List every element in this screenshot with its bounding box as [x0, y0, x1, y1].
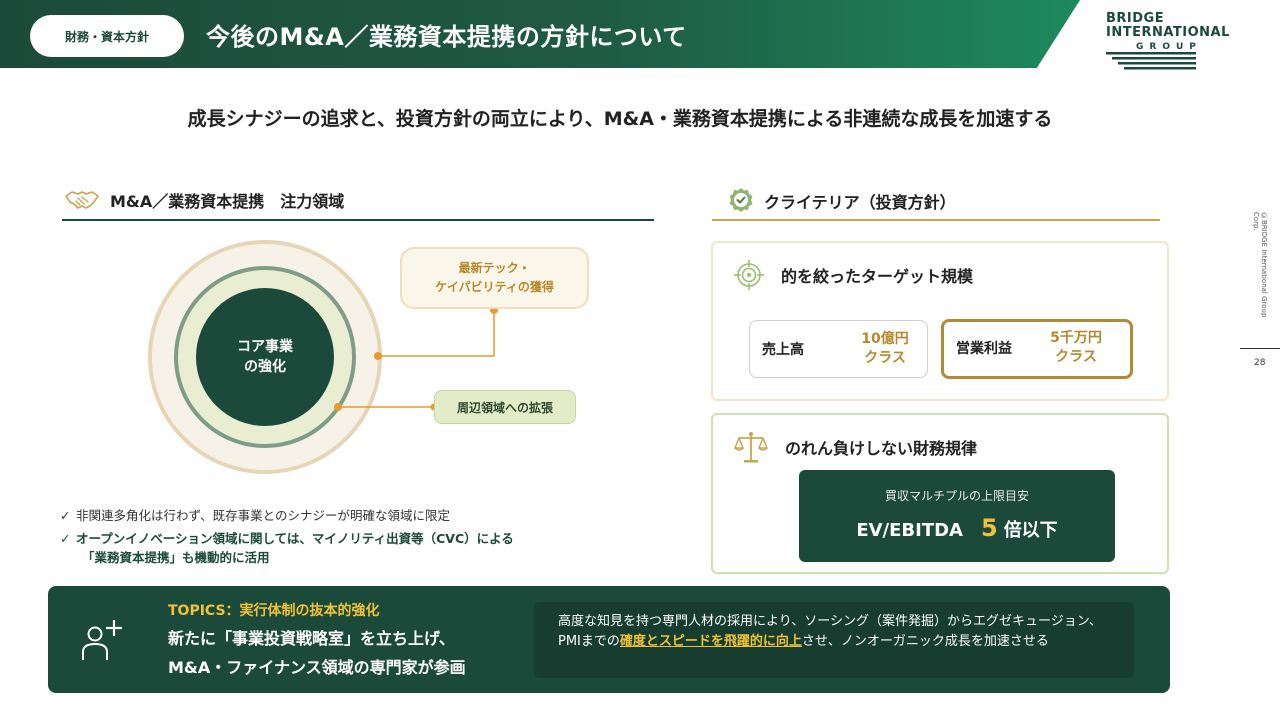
target-icon	[734, 260, 764, 290]
operating-profit-value: 5千万円 クラス	[1050, 330, 1102, 365]
note-open-innovation: ✓オープンイノベーション領域に関しては、マイノリティ出資等（CVC）による 「業…	[60, 531, 514, 565]
headline: 成長シナジーの追求と、投資方針の両立により、M&A・業務資本提携による非連続な成…	[187, 108, 1053, 130]
core-line1: コア事業	[237, 339, 293, 355]
focus-area-header: M&A／業務資本提携 注力領域	[62, 184, 654, 221]
add-person-icon	[82, 620, 122, 660]
topics-highlight: 確度とスピードを飛躍的に向上	[619, 634, 802, 649]
criteria-title: クライテリア（投資方針）	[764, 193, 956, 212]
core-line2: の強化	[244, 359, 286, 375]
core-business-circle: コア事業 の強化	[196, 288, 334, 426]
tech-line2: ケイパビリティの獲得	[435, 280, 554, 294]
topics-description: 高度な知見を持つ専門人材の採用により、ソーシング（案件発掘）からエグゼキュージョ…	[558, 614, 1102, 649]
operating-profit-box: 営業利益 5千万円 クラス	[941, 319, 1133, 379]
page-title: 今後のM&A／業務資本提携の方針について	[206, 23, 687, 51]
copyright-text: ©BRIDGE International Group Corp.	[1252, 212, 1268, 318]
ev-metric: EV/EBITDA	[856, 520, 963, 541]
logo-line3: GROUP	[1136, 42, 1202, 52]
target-size-title: 的を絞ったターゲット規模	[781, 267, 974, 286]
sales-box: 売上高 10億円 クラス	[749, 320, 928, 378]
criteria-header: クライテリア（投資方針）	[712, 184, 1160, 221]
target-size-card: 的を絞ったターゲット規模 売上高 10億円 クラス 営業利益 5千万円 クラス	[711, 241, 1169, 401]
multiple-cap-label: 買収マルチプルの上限目安	[884, 489, 1029, 503]
sales-value: 10億円 クラス	[861, 331, 909, 366]
note-no-diversification: ✓非関連多角化は行わず、既存事業とのシナジーが明確な領域に限定	[60, 508, 451, 523]
tech-capability-box: 最新テック・ ケイパビリティの獲得	[400, 247, 589, 309]
badge-check-icon	[729, 188, 753, 212]
connector-lines	[334, 306, 498, 411]
ev-suffix: 倍以下	[1003, 520, 1058, 541]
topics-head-line1: 新たに「事業投資戦略室」を立ち上げ、	[168, 629, 455, 648]
logo-line2: INTERNATIONAL	[1106, 25, 1230, 40]
section-tag: 財務・資本方針	[30, 15, 184, 57]
focus-area-title: M&A／業務資本提携 注力領域	[110, 192, 345, 211]
company-logo: BRIDGE INTERNATIONAL GROUP	[1106, 12, 1236, 72]
topics-head-line2: M&A・ファイナンス領域の専門家が参画	[168, 658, 466, 677]
topics-description-box: 高度な知見を持つ専門人材の採用により、ソーシング（案件発掘）からエグゼキュージョ…	[534, 602, 1134, 678]
sales-label: 売上高	[762, 342, 804, 358]
handshake-icon	[65, 191, 99, 209]
scales-icon	[734, 432, 768, 463]
ev-multiple: 5	[980, 514, 998, 542]
page-number: 28	[1254, 358, 1266, 368]
check-icon: ✓	[60, 531, 71, 546]
page-divider	[1240, 348, 1280, 349]
topics-label: TOPICS：実行体制の抜本的強化	[168, 603, 380, 619]
logo-stripes-icon	[1106, 52, 1196, 70]
logo-line1: BRIDGE	[1106, 11, 1165, 26]
topics-headline: 新たに「事業投資戦略室」を立ち上げ、 M&A・ファイナンス領域の専門家が参画	[168, 624, 466, 682]
tech-line1: 最新テック・	[458, 261, 531, 275]
topics-panel: TOPICS：実行体制の抜本的強化 新たに「事業投資戦略室」を立ち上げ、 M&A…	[48, 586, 1170, 693]
check-icon: ✓	[60, 508, 71, 523]
adjacent-area-box: 周辺領域への拡張	[434, 390, 576, 424]
financial-discipline-title: のれん負けしない財務規律	[785, 439, 978, 458]
operating-profit-label: 営業利益	[956, 341, 1012, 357]
